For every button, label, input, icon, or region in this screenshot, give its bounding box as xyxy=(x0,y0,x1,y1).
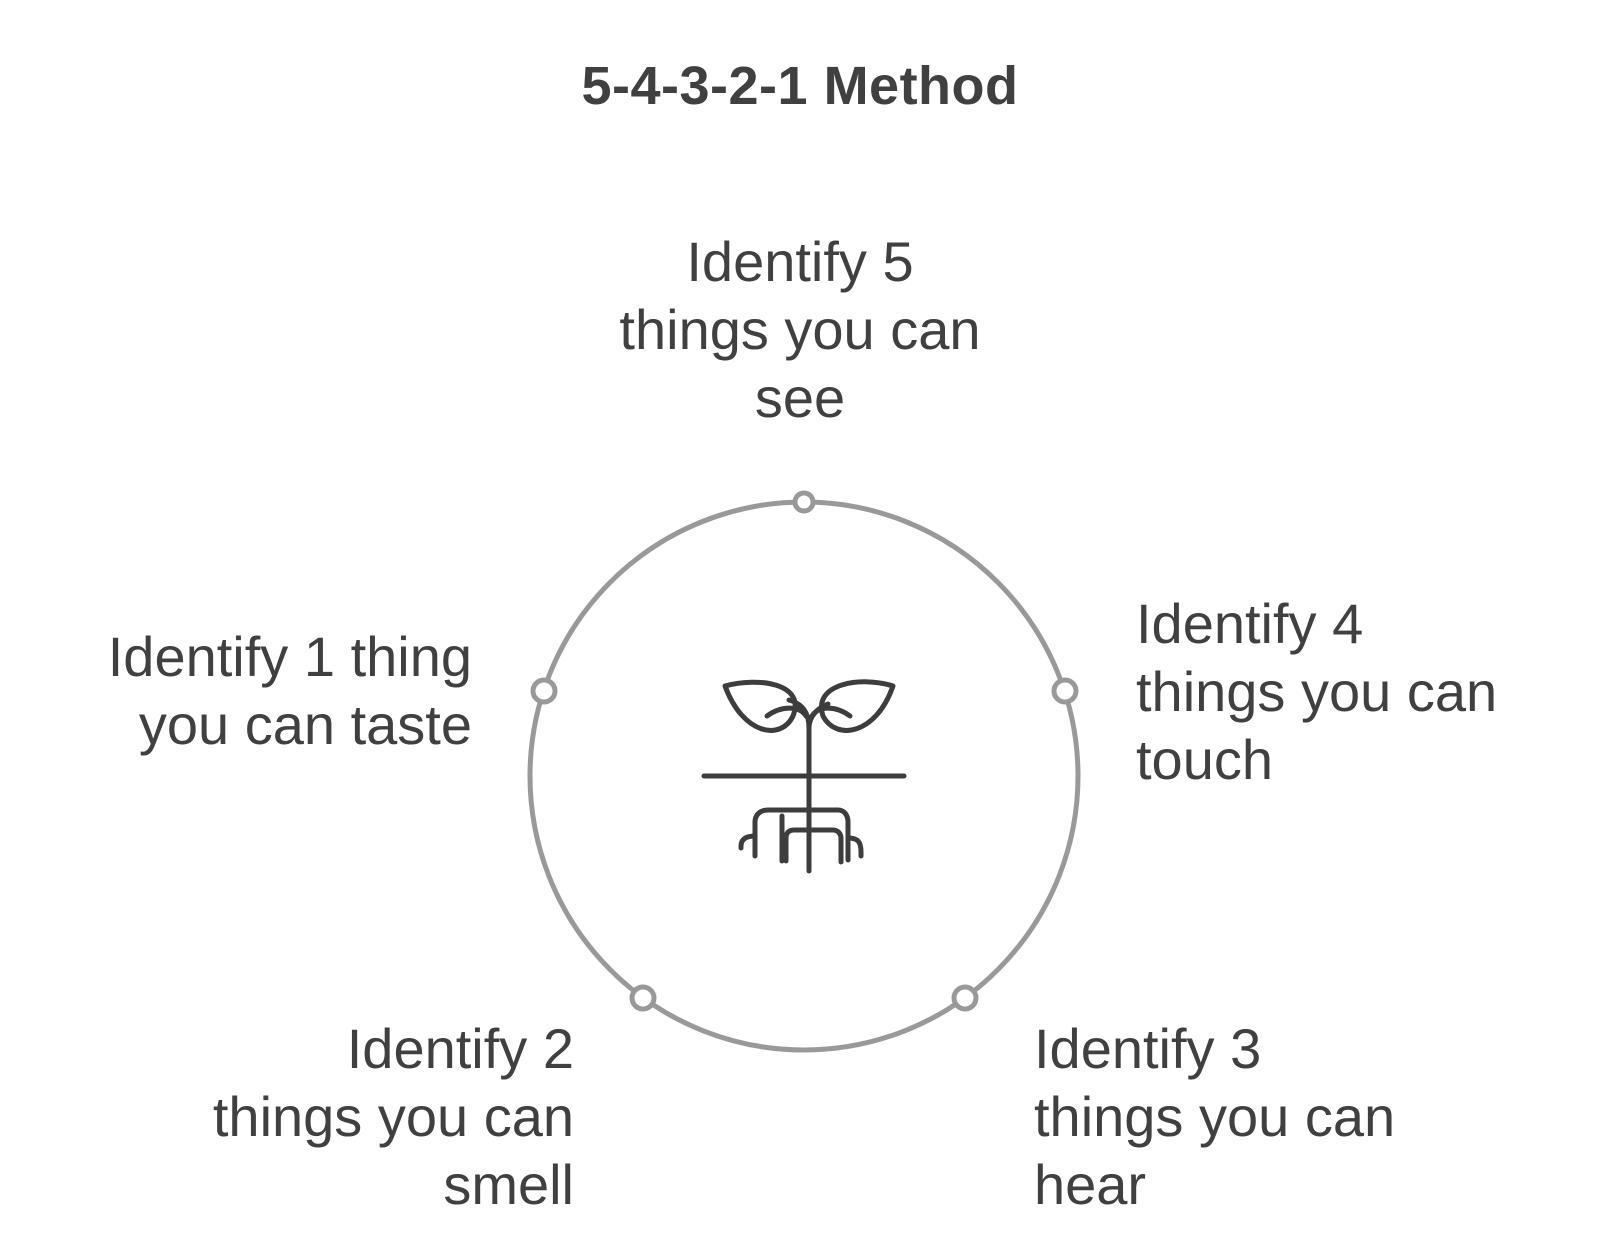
node-see xyxy=(792,490,816,514)
sprout-with-roots-icon xyxy=(701,679,907,874)
step-smell-label: Identify 2 things you can smell xyxy=(174,1015,574,1219)
step-see-label: Identify 5 things you can see xyxy=(500,228,1100,432)
step-smell-line-3: smell xyxy=(443,1153,574,1216)
step-see-line-3: see xyxy=(754,366,846,429)
step-hear-line-3: hear xyxy=(1034,1153,1147,1216)
step-taste-line-2: you can taste xyxy=(138,693,472,756)
step-touch-line-2: things you can xyxy=(1136,660,1498,723)
step-taste-line-1: Identify 1 thing xyxy=(107,625,472,688)
step-see-line-1: Identify 5 xyxy=(686,230,914,293)
step-smell-line-1: Identify 2 xyxy=(346,1017,574,1080)
step-touch-label: Identify 4 things you can touch xyxy=(1136,590,1497,794)
diagram-title: 5-4-3-2-1 Method xyxy=(581,56,1019,116)
step-hear-label: Identify 3 things you can hear xyxy=(1034,1015,1395,1219)
step-hear-line-2: things you can xyxy=(1034,1085,1396,1148)
step-taste-label: Identify 1 thing you can taste xyxy=(60,623,472,759)
node-touch xyxy=(1051,677,1079,705)
node-taste xyxy=(530,677,558,705)
step-hear-line-1: Identify 3 xyxy=(1034,1017,1262,1080)
node-hear xyxy=(951,984,979,1012)
step-touch-line-3: touch xyxy=(1136,728,1273,791)
node-smell xyxy=(629,984,657,1012)
step-smell-line-2: things you can xyxy=(212,1085,574,1148)
step-see-line-2: things you can xyxy=(619,298,981,361)
step-touch-line-1: Identify 4 xyxy=(1136,592,1364,655)
